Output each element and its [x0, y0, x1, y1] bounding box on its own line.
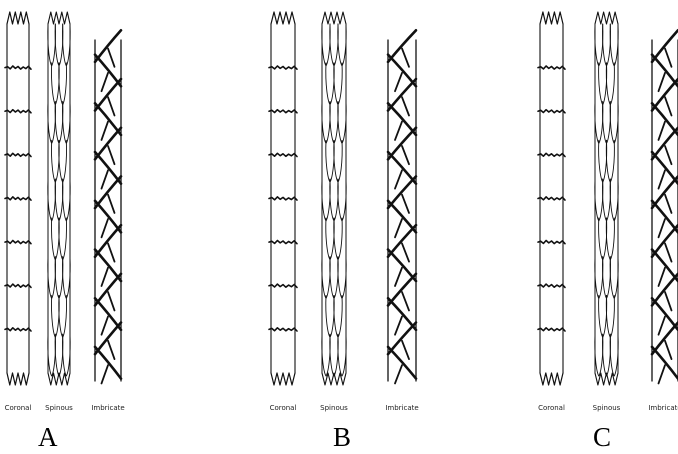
panel-c: Coronal Spinous Imbricate	[538, 12, 678, 412]
coronal-label-b: Coronal	[270, 404, 297, 412]
panel-label-c: C	[593, 424, 611, 451]
spinous-label-c: Spinous	[593, 404, 621, 412]
coronal-scale-hair-c	[538, 12, 565, 385]
coronal-label-a: Coronal	[5, 404, 32, 412]
spinous-label-a: Spinous	[45, 404, 73, 412]
spinous-scale-hair-c	[595, 12, 618, 385]
coronal-scale-hair-a	[5, 12, 31, 385]
imbricate-label-c: Imbricate	[648, 404, 678, 412]
panel-a: Coronal Spinous Imbricate	[5, 12, 125, 412]
panel-label-b: B	[333, 424, 351, 451]
imbricate-scale-hair-b	[388, 30, 416, 383]
coronal-label-c: Coronal	[538, 404, 565, 412]
imbricate-scale-hair-a	[95, 30, 121, 383]
coronal-scale-hair-b	[269, 12, 297, 385]
spinous-label-b: Spinous	[320, 404, 348, 412]
panel-b: Coronal Spinous Imbricate	[269, 12, 419, 412]
imbricate-label-b: Imbricate	[385, 404, 418, 412]
panel-label-a: A	[38, 424, 58, 451]
spinous-scale-hair-a	[48, 12, 70, 385]
imbricate-label-a: Imbricate	[91, 404, 124, 412]
spinous-scale-hair-b	[322, 12, 346, 385]
imbricate-scale-hair-c	[652, 30, 678, 383]
